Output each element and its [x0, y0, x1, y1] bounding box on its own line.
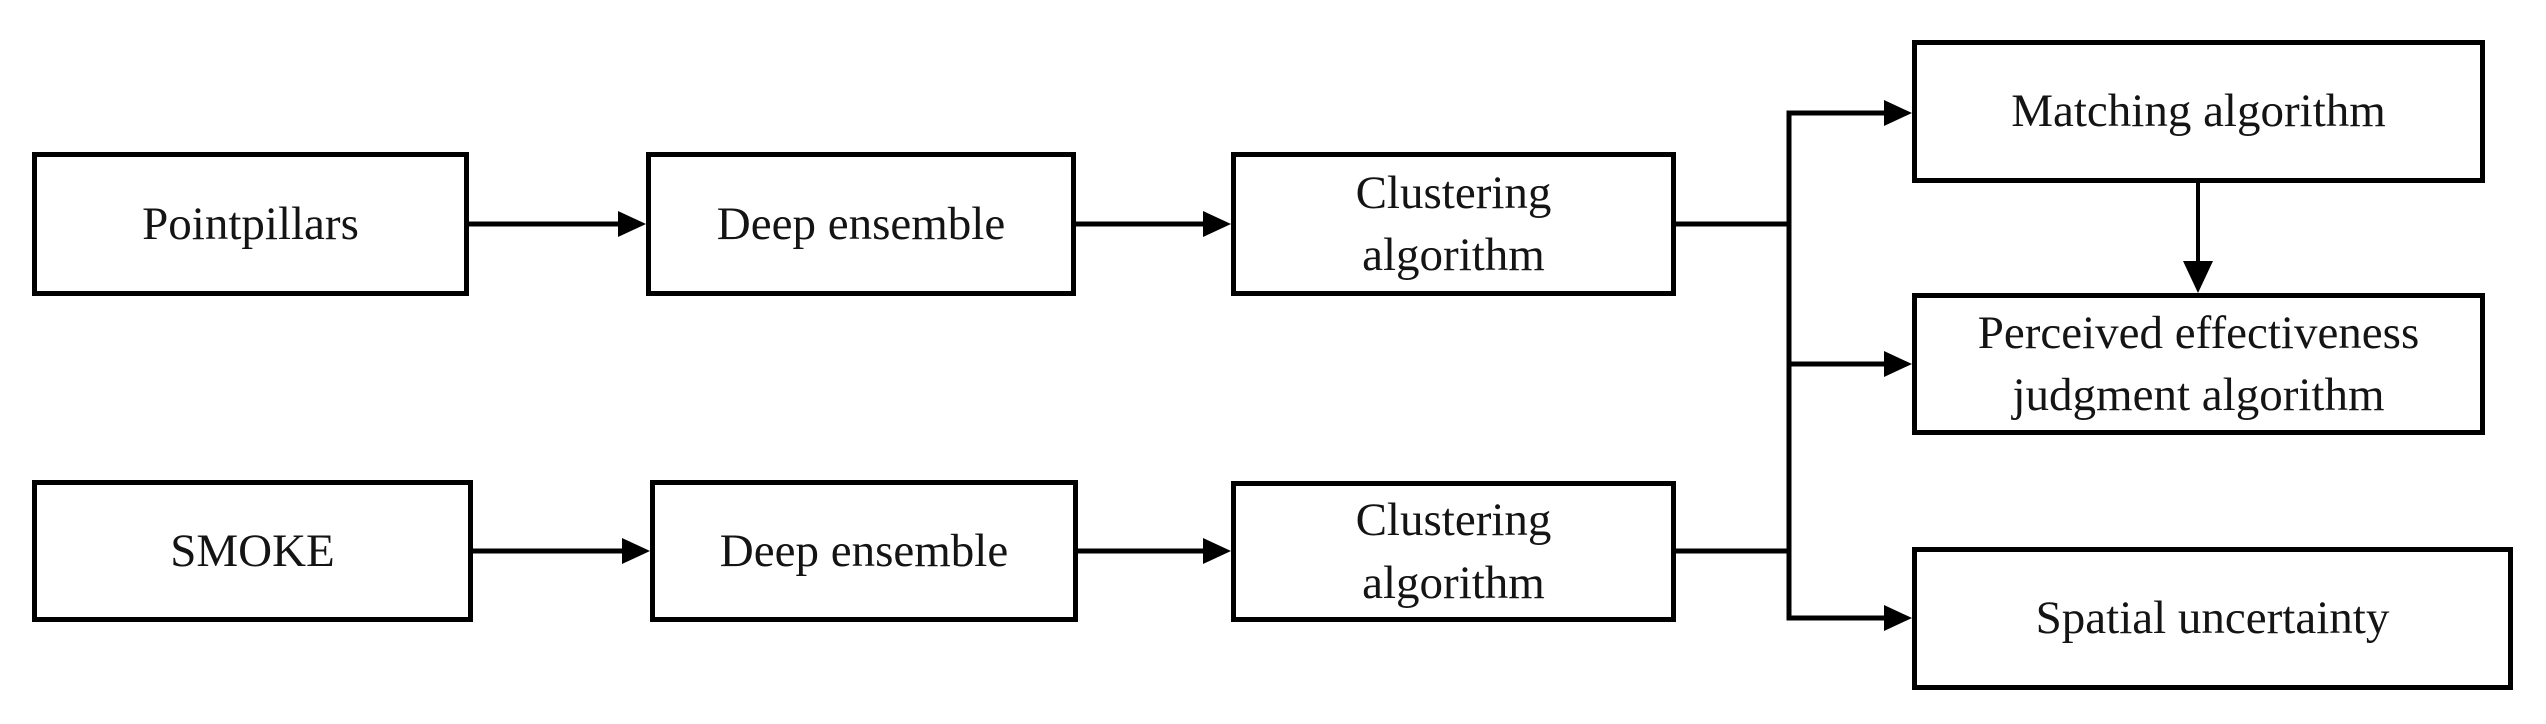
- arrow-smoke-to-deep-ensemble-head: [622, 538, 650, 564]
- arrow-trunk-to-spatial-head: [1884, 605, 1912, 631]
- node-clustering-algorithm-bottom: Clustering algorithm: [1231, 481, 1676, 622]
- arrow-deep-ensemble-to-clustering-top-head: [1203, 211, 1231, 237]
- node-smoke-label: SMOKE: [170, 524, 335, 577]
- node-deep-ensemble-bottom: Deep ensemble: [650, 480, 1078, 622]
- arrow-matching-to-perceived-head: [2183, 261, 2213, 293]
- arrow-pointpillars-to-deep-ensemble-head: [618, 211, 646, 237]
- node-deep-ensemble-top-label: Deep ensemble: [716, 197, 1006, 250]
- node-clustering-algorithm-bottom-label: Clustering algorithm: [1355, 494, 1552, 609]
- node-pointpillars: Pointpillars: [32, 152, 469, 296]
- node-spatial-uncertainty: Spatial uncertainty: [1912, 547, 2513, 690]
- arrow-trunk-to-matching-head: [1884, 100, 1912, 126]
- node-perceived-effectiveness-judgment-algorithm: Perceived effectiveness judgment algorit…: [1912, 293, 2485, 435]
- node-matching-algorithm-label: Matching algorithm: [2011, 85, 2386, 138]
- arrow-trunk-to-perceived-head: [1884, 351, 1912, 377]
- node-matching-algorithm: Matching algorithm: [1912, 40, 2485, 183]
- node-clustering-algorithm-top-label: Clustering algorithm: [1355, 166, 1552, 281]
- node-clustering-algorithm-top: Clustering algorithm: [1231, 152, 1676, 296]
- arrow-deep-ensemble-to-clustering-bottom-head: [1203, 538, 1231, 564]
- node-spatial-uncertainty-label: Spatial uncertainty: [2035, 592, 2390, 645]
- node-deep-ensemble-top: Deep ensemble: [646, 152, 1076, 296]
- node-perceived-effectiveness-label: Perceived effectiveness judgment algorit…: [1977, 306, 2420, 421]
- node-smoke: SMOKE: [32, 480, 473, 622]
- node-pointpillars-label: Pointpillars: [142, 197, 359, 250]
- node-deep-ensemble-bottom-label: Deep ensemble: [719, 524, 1009, 577]
